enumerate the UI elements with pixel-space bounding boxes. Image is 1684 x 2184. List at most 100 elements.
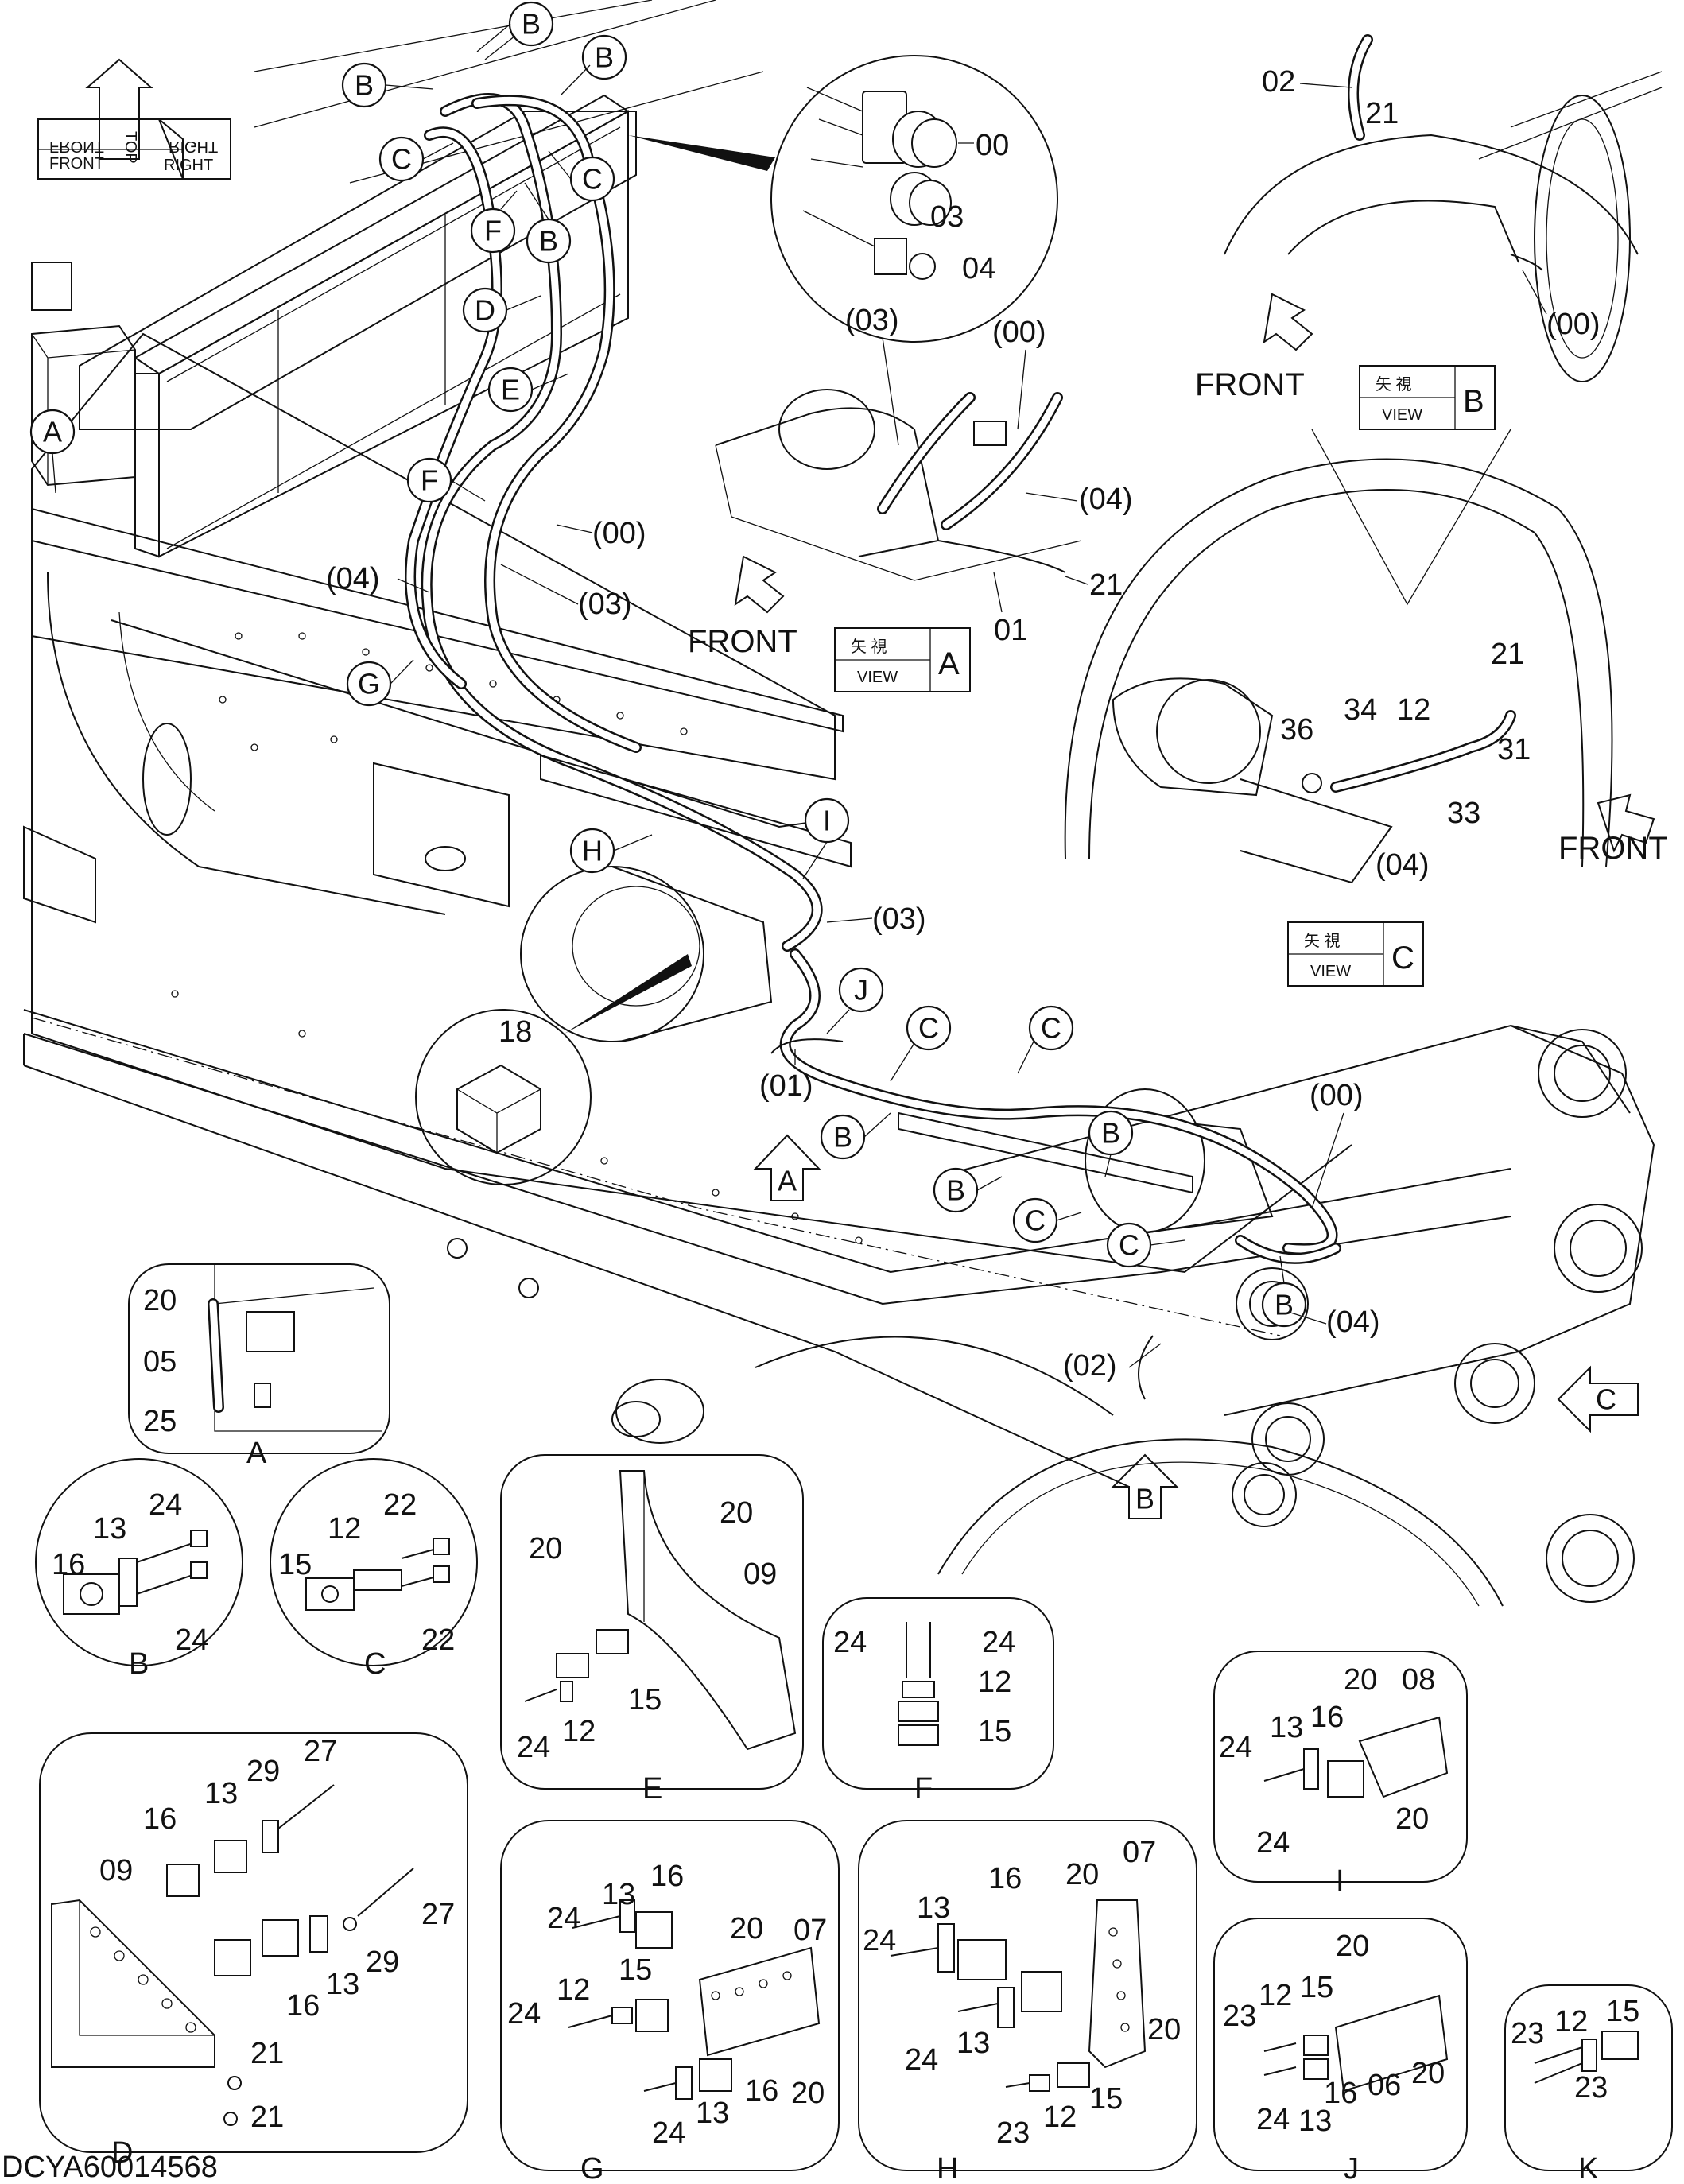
main-callouts: B B B C C F B D E F A G H I J C C B B B … [29, 1, 1307, 1328]
view-c: 21 36 34 12 31 33 (04) FRONT 矢 視 VIEW C [1064, 429, 1668, 987]
detail-h-07: 07 [1123, 1836, 1156, 1869]
detail-e-09: 09 [743, 1558, 777, 1591]
detail-k-15: 15 [1606, 1995, 1639, 2028]
detail-top-00: 00 [976, 129, 1009, 162]
label-03-mid: (03) [872, 902, 926, 936]
callout-c-1: C [391, 143, 412, 176]
detail-j-12: 12 [1259, 1979, 1292, 2012]
detail-j-13: 13 [1298, 2104, 1332, 2138]
detail-k-label: K [1578, 2152, 1598, 2184]
detail-g-24-mid: 24 [507, 1997, 541, 2031]
callout-c-4: C [1041, 1012, 1061, 1045]
callout-j: J [854, 974, 868, 1007]
detail-c-label: C [364, 1647, 386, 1681]
detail-g-13-bottom: 13 [696, 2097, 729, 2130]
label-18: 18 [499, 1015, 532, 1049]
label-00-top: (00) [592, 517, 646, 550]
view-marker-c-letter: C [1596, 1383, 1616, 1416]
detail-d-13-bottom: 13 [326, 1968, 359, 2001]
orientation-front-mirror-label: FRONT [49, 138, 104, 155]
detail-a-20: 20 [143, 1284, 177, 1317]
view-b-kanji: 矢 視 [1376, 375, 1412, 394]
detail-h: 16 20 07 24 13 20 24 13 15 23 12 H [858, 1820, 1197, 2184]
detail-d-16-bottom: 16 [286, 1989, 320, 2023]
detail-j-20-top: 20 [1336, 1930, 1369, 1963]
callout-b-1: B [522, 8, 541, 41]
view-a-kanji: 矢 視 [851, 638, 887, 656]
callout-i: I [823, 805, 831, 837]
detail-d-27-top: 27 [304, 1735, 337, 1768]
detail-f-24-left: 24 [833, 1626, 867, 1659]
detail-d-09: 09 [99, 1854, 133, 1887]
detail-18-circle [415, 954, 692, 1185]
detail-c-22-bottom: 22 [421, 1623, 455, 1657]
detail-e-20-left: 20 [529, 1532, 562, 1565]
view-c-21: 21 [1491, 638, 1524, 671]
main-part-labels: (00) (04) (03) (03) (01) (00) (04) (02) … [326, 517, 1380, 1383]
view-c-04: (04) [1376, 848, 1430, 882]
callout-b-8: B [1275, 1289, 1294, 1321]
detail-h-24-top: 24 [863, 1924, 896, 1957]
detail-e-20-right: 20 [720, 1496, 753, 1530]
detail-d-27-bottom: 27 [421, 1898, 455, 1931]
detail-h-23: 23 [996, 2116, 1030, 2150]
label-03-top: (03) [578, 588, 632, 621]
orientation-arrows: TOP FRONT FRONT RIGHT RIGHT [37, 58, 231, 180]
label-01-mid: (01) [759, 1069, 813, 1103]
callout-g: G [358, 668, 380, 700]
view-b: 02 21 (00) FRONT 矢 視 VIEW B [1195, 34, 1663, 430]
detail-i-24-top: 24 [1219, 1731, 1252, 1764]
detail-i-20-top: 20 [1344, 1663, 1377, 1697]
detail-g: 24 13 16 20 07 15 24 12 16 20 24 13 G [500, 1820, 840, 2184]
detail-e-label: E [642, 1772, 662, 1806]
detail-f-12: 12 [978, 1666, 1011, 1699]
label-04-low: (04) [1326, 1305, 1380, 1339]
callout-b-4: B [539, 225, 558, 258]
view-c-12: 12 [1397, 693, 1430, 727]
detail-e-12: 12 [562, 1715, 596, 1748]
detail-d-21-bottom: 21 [250, 2101, 284, 2134]
detail-k-12: 12 [1554, 2005, 1588, 2039]
orientation-top-label: TOP [122, 131, 139, 164]
detail-e-15: 15 [628, 1683, 662, 1717]
orientation-front-label: FRONT [49, 155, 104, 173]
callout-f-2: F [421, 464, 438, 497]
detail-g-15: 15 [619, 1953, 652, 1987]
view-c-34: 34 [1344, 693, 1377, 727]
detail-g-24-bottom: 24 [652, 2116, 685, 2150]
detail-f-label: F [914, 1772, 933, 1806]
label-04-top: (04) [326, 562, 380, 595]
view-c-front: FRONT [1558, 831, 1668, 866]
view-a: (03) (00) (04) 01 21 FRONT 矢 視 VIEW A [688, 304, 1133, 692]
view-a-01: 01 [994, 614, 1027, 647]
callout-b-5: B [833, 1121, 852, 1154]
detail-c-12: 12 [328, 1512, 361, 1546]
detail-j-23: 23 [1223, 2000, 1256, 2033]
detail-h-24-bottom: 24 [905, 2043, 938, 2077]
detail-g-16-top: 16 [650, 1860, 684, 1893]
view-a-letter: A [938, 646, 960, 681]
detail-j: 20 12 15 23 20 06 16 24 13 J [1213, 1918, 1468, 2184]
detail-d-label: D [111, 2136, 133, 2170]
detail-b: 24 13 16 24 B [35, 1458, 243, 1681]
detail-h-16: 16 [988, 1862, 1022, 1895]
detail-e: 20 20 09 15 12 24 E [500, 1454, 804, 1806]
detail-top-03: 03 [930, 200, 964, 234]
detail-a-label: A [246, 1437, 267, 1470]
view-markers: A B C [753, 1134, 1639, 1519]
detail-i-24-bottom: 24 [1256, 1826, 1290, 1860]
detail-k-23-bottom: 23 [1574, 2071, 1608, 2104]
detail-a: 20 05 25 A [128, 1263, 390, 1470]
view-b-letter: B [1463, 384, 1484, 419]
view-a-view: VIEW [857, 669, 898, 686]
detail-i: 20 08 24 13 16 20 24 I [1213, 1651, 1468, 1898]
detail-b-13: 13 [93, 1512, 126, 1546]
view-a-00: (00) [992, 316, 1046, 349]
detail-c: 22 12 15 22 C [270, 1458, 478, 1681]
detail-g-label: G [580, 2152, 604, 2184]
view-marker-a-letter: A [778, 1165, 797, 1197]
view-c-letter: C [1391, 941, 1414, 976]
detail-h-20-right: 20 [1147, 2013, 1181, 2046]
callout-e: E [501, 374, 520, 406]
callout-c-6: C [1119, 1229, 1139, 1262]
